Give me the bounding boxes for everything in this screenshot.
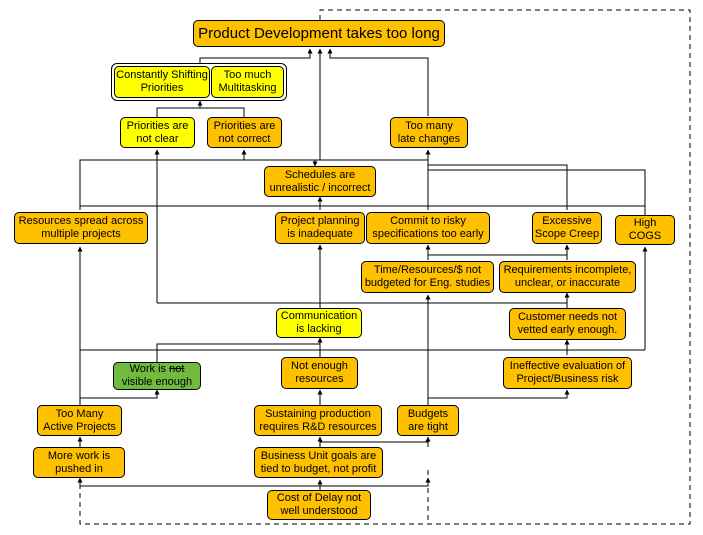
product-development-title-box: Product Development takes too long xyxy=(193,20,445,47)
connector xyxy=(199,48,313,65)
ineffective-evaluation-box: Ineffective evaluation of Project/Busine… xyxy=(503,357,632,389)
time-resources-not-budgeted-box: Time/Resources/$ not budgeted for Eng. s… xyxy=(361,261,494,293)
business-unit-goals-box: Business Unit goals are tied to budget, … xyxy=(254,447,383,478)
schedules-unrealistic-box: Schedules are unrealistic / incorrect xyxy=(264,166,376,197)
resources-spread-box: Resources spread across multiple project… xyxy=(14,212,148,244)
connector xyxy=(156,100,203,117)
connector xyxy=(428,169,646,215)
too-many-active-projects-box: Too Many Active Projects xyxy=(37,405,122,436)
budgets-tight-box: Budgets are tight xyxy=(397,405,459,436)
connector xyxy=(428,164,568,210)
too-many-late-changes-box: Too many late changes xyxy=(390,117,468,148)
high-cogs-box: High COGS xyxy=(615,215,675,245)
connector xyxy=(200,107,245,117)
requirements-incomplete-box: Requirements incomplete, unclear, or ina… xyxy=(499,261,636,293)
work-visible-strikethrough: not xyxy=(169,363,185,375)
work-visible-text-a: Work is xyxy=(129,363,170,375)
cost-of-delay-box: Cost of Delay not well understood xyxy=(267,490,371,520)
sustaining-production-box: Sustaining production requires R&D resou… xyxy=(254,405,382,436)
dashed-loop-connector xyxy=(79,9,691,525)
priorities-not-clear-box: Priorities are not clear xyxy=(120,117,195,148)
connector xyxy=(428,389,570,399)
priorities-not-correct-box: Priorities are not correct xyxy=(207,117,282,148)
not-enough-resources-box: Not enough resources xyxy=(281,357,358,389)
work-visible-text-b: visible enough xyxy=(121,376,193,388)
commit-risky-specifications-box: Commit to risky specifications too early xyxy=(366,212,490,244)
project-planning-box: Project planning is inadequate xyxy=(275,212,365,244)
connector xyxy=(157,292,570,304)
connector xyxy=(77,477,320,487)
excessive-scope-creep-box: Excessive Scope Creep xyxy=(532,212,602,244)
communication-lacking-box: Communication is lacking xyxy=(276,308,362,338)
more-work-pushed-box: More work is pushed in xyxy=(33,447,125,478)
connector xyxy=(320,477,431,487)
connector xyxy=(79,159,428,210)
customer-needs-box: Customer needs not vetted early enough. xyxy=(509,308,626,340)
too-much-multitasking-box: Too much Multitasking xyxy=(211,66,284,98)
connector xyxy=(80,389,160,399)
connector xyxy=(327,48,429,116)
constantly-shifting-priorities-box: Constantly Shifting Priorities xyxy=(114,66,210,98)
